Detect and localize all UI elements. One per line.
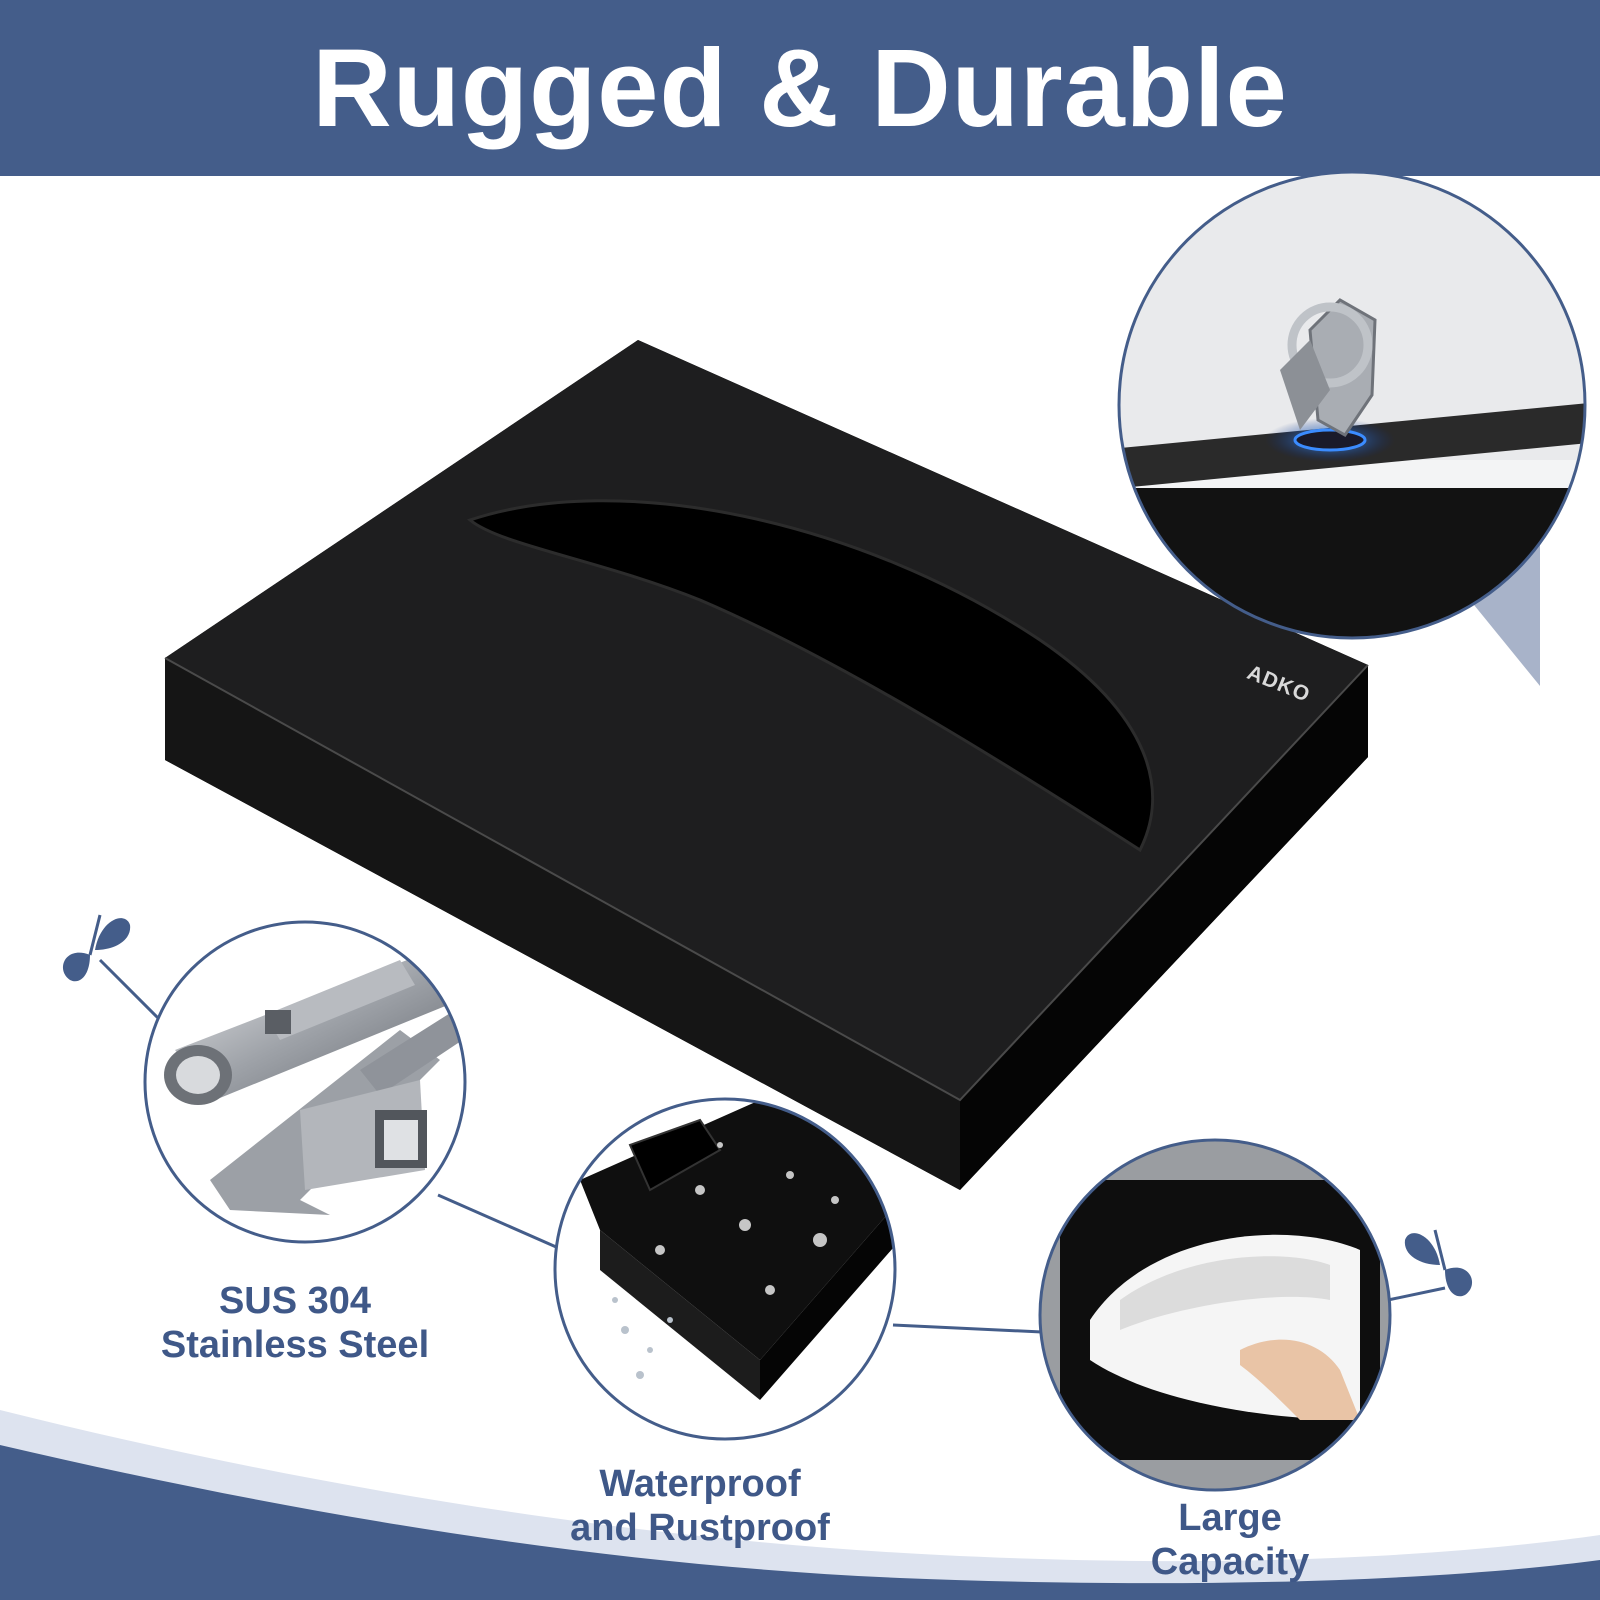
header-banner: Rugged & Durable xyxy=(0,0,1600,176)
lock-callout-pointer xyxy=(1470,530,1540,686)
connector-water-capacity xyxy=(892,1323,1043,1334)
feature-water-caption: Waterproof and Rustproof xyxy=(570,1463,830,1549)
connector-steel xyxy=(98,958,162,1022)
capacity-circle-border xyxy=(1038,1138,1392,1492)
bottom-swoosh xyxy=(0,1440,1600,1600)
connector-capacity xyxy=(1387,1286,1446,1302)
feature-capacity-caption: Large Capacity xyxy=(1150,1497,1310,1583)
feature-steel-caption: SUS 304 Stainless Steel xyxy=(160,1280,430,1366)
lock-detail-circle xyxy=(1119,172,1585,638)
leaf-icon xyxy=(62,914,131,982)
capacity-detail-circle xyxy=(1040,1140,1390,1490)
toilet-seat-cover-dispenser xyxy=(164,340,1369,1190)
dispenser-opening xyxy=(466,499,1154,853)
connector-steel-water xyxy=(437,1193,564,1252)
leaf-icon-right xyxy=(1404,1229,1473,1297)
steel-circle-border xyxy=(143,920,467,1244)
banner-title: Rugged & Durable xyxy=(312,26,1288,150)
lock-circle-border xyxy=(1117,170,1587,640)
water-circle-border xyxy=(553,1097,897,1441)
steel-detail-circle xyxy=(145,922,465,1242)
water-detail-circle xyxy=(555,1099,895,1439)
